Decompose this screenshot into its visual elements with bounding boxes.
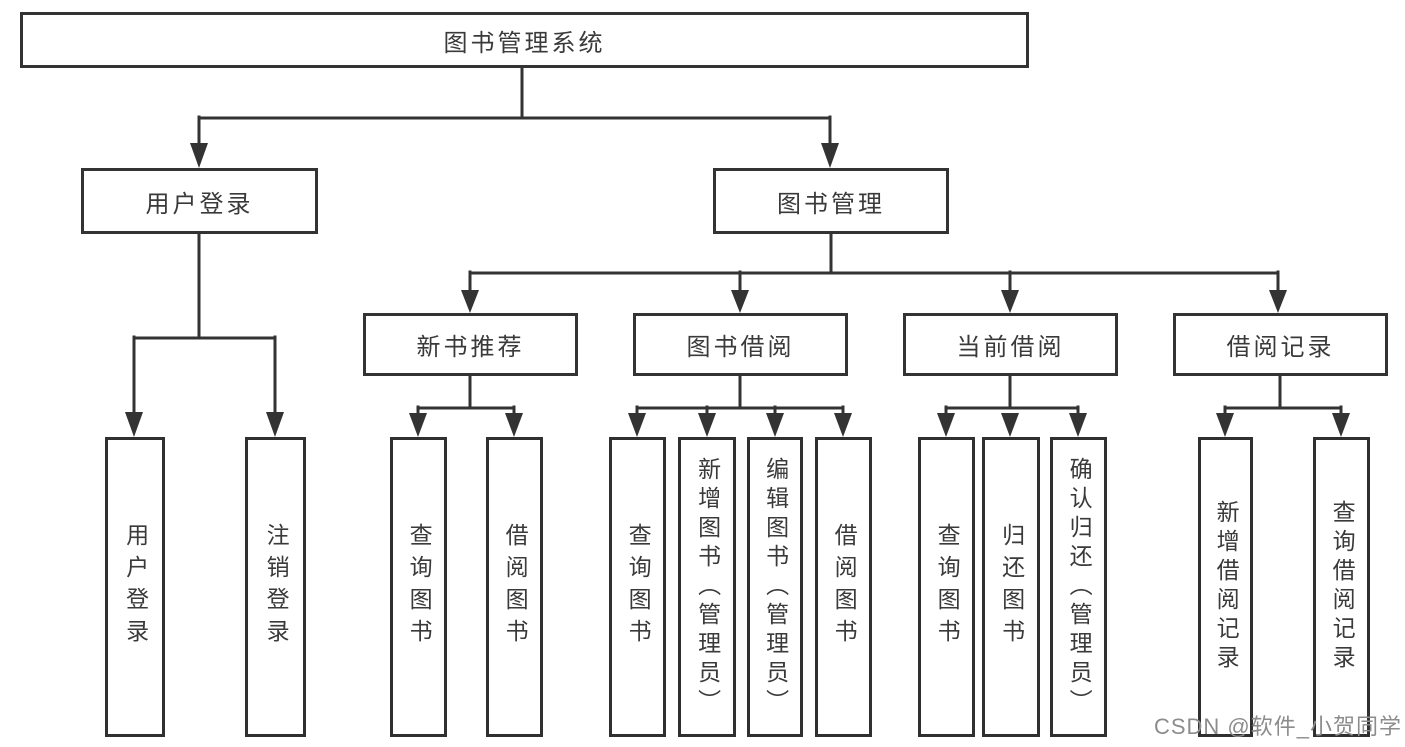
leaf-query-books-current-label: 查询图书 [934,523,961,651]
leaf-edit-book-admin: 编辑图书（管理员） [747,437,803,737]
leaf-add-borrow-record: 新增借阅记录 [1198,437,1253,737]
node-new-book-recommend: 新书推荐 [363,313,578,376]
arrowhead-icon [766,413,784,437]
arrowhead-icon [937,413,955,437]
leaf-user-login: 用户登录 [105,437,165,737]
leaf-logout: 注销登录 [245,437,306,737]
arrowhead-icon [505,413,523,437]
leaf-query-books-recommend-label: 查询图书 [406,523,433,651]
leaf-logout-label: 注销登录 [263,523,290,651]
leaf-add-book-admin-label: 新增图书（管理员） [694,456,721,718]
node-borrow-records: 借阅记录 [1173,313,1388,376]
node-root: 图书管理系统 [20,12,1029,68]
leaf-query-books-recommend: 查询图书 [390,437,447,737]
node-current-borrow: 当前借阅 [903,313,1118,376]
node-user-login: 用户登录 [81,168,318,234]
leaf-add-book-admin: 新增图书（管理员） [678,437,736,737]
arrowhead-icon [461,290,479,313]
leaf-query-books-borrow-label: 查询图书 [625,523,652,651]
arrowhead-icon [409,413,427,437]
arrowhead-icon [1001,413,1019,437]
arrowhead-icon [628,413,646,437]
leaf-return-book-label: 归还图书 [998,523,1025,651]
arrowhead-icon [1001,290,1019,313]
leaf-edit-book-admin-label: 编辑图书（管理员） [762,456,789,718]
arrowhead-icon [266,412,284,437]
leaf-borrow-books: 借阅图书 [815,437,872,737]
arrowhead-icon [1069,413,1087,437]
leaf-borrow-books-label: 借阅图书 [831,523,858,651]
leaf-query-borrow-record: 查询借阅记录 [1313,437,1370,737]
node-book-borrow: 图书借阅 [633,313,848,376]
arrowhead-icon [731,290,749,313]
leaf-borrow-books-recommend: 借阅图书 [486,437,543,737]
leaf-borrow-books-recommend-label: 借阅图书 [502,523,529,651]
watermark: CSDN @软件_小贺同学 [1153,714,1402,739]
leaf-add-borrow-record-label: 新增借阅记录 [1213,500,1240,674]
arrowhead-icon [125,412,143,437]
leaf-confirm-return-admin-label: 确认归还（管理员） [1066,456,1093,718]
arrowhead-icon [190,143,208,168]
arrowhead-icon [834,413,852,437]
leaf-query-borrow-record-label: 查询借阅记录 [1329,500,1356,674]
arrowhead-icon [698,413,716,437]
node-book-management: 图书管理 [713,168,949,234]
leaf-confirm-return-admin: 确认归还（管理员） [1050,437,1107,737]
arrowhead-icon [1269,290,1287,313]
arrowhead-icon [1216,413,1234,437]
arrowheads [125,143,1350,437]
arrowhead-icon [821,143,839,168]
leaf-return-book: 归还图书 [982,437,1040,737]
leaf-query-books-current: 查询图书 [918,437,975,737]
arrowhead-icon [1332,413,1350,437]
leaf-user-login-label: 用户登录 [122,523,149,651]
leaf-query-books-borrow: 查询图书 [609,437,666,737]
